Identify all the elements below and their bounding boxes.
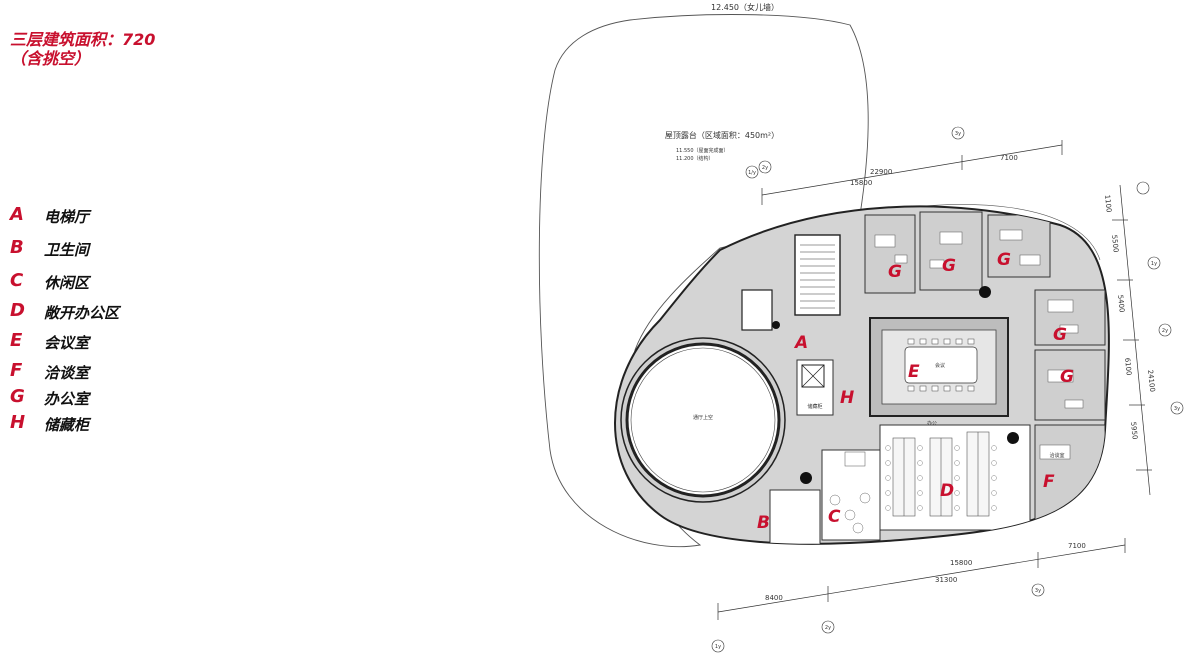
- legend-letter: C: [10, 270, 24, 291]
- axis-b3: 3y: [1035, 588, 1041, 594]
- legend-label: 储藏柜: [44, 416, 90, 434]
- axis-r2: 2y: [1162, 328, 1168, 334]
- title-line-1: 三层建筑面积：720: [10, 30, 156, 49]
- legend-letter: A: [10, 204, 24, 225]
- open-office-chairs: [885, 445, 997, 511]
- zone-g-5: G: [1060, 367, 1074, 387]
- meeting-room-label: 会议: [935, 362, 945, 369]
- zone-g-1: G: [888, 262, 902, 282]
- legend-letter: G: [10, 386, 25, 407]
- atrium-label: 通厅上空: [693, 414, 713, 421]
- atrium-void: [625, 342, 781, 498]
- legend-label: 洽谈室: [44, 364, 90, 382]
- dim-right-f: 1100: [1103, 194, 1113, 213]
- elevator-core: [741, 289, 773, 331]
- dim-top-b: 22900: [870, 168, 892, 176]
- office-room-g5: [1034, 349, 1106, 421]
- zone-h: H: [840, 388, 854, 408]
- legend-letter: H: [10, 412, 26, 433]
- office-room-g2: [919, 211, 983, 291]
- floor-area-title: 三层建筑面积：720 （含挑空）: [10, 30, 155, 68]
- legend-label: 办公室: [44, 390, 90, 408]
- zone-g-2: G: [942, 256, 956, 276]
- dim-right-c: 6100: [1123, 357, 1133, 376]
- axis-b1: 1y: [715, 644, 721, 650]
- axis-r3: 3y: [1174, 406, 1180, 412]
- dim-bottom-a: 8400: [765, 594, 783, 602]
- zone-g-4: G: [1053, 325, 1067, 345]
- zone-b: B: [757, 513, 770, 533]
- zone-g-3: G: [997, 250, 1011, 270]
- dim-top-c: 7100: [1000, 154, 1018, 162]
- axis-t1: 1/y: [748, 170, 756, 176]
- dim-bottom-b: 31300: [935, 576, 957, 584]
- legend-letter: B: [10, 237, 24, 258]
- legend-label: 卫生间: [44, 241, 90, 259]
- office-room-g1: [864, 214, 916, 294]
- dim-top-a: 15800: [850, 179, 872, 187]
- office-area-label: 办公: [927, 420, 937, 427]
- office-room-g4: [1034, 289, 1106, 346]
- zone-e: E: [908, 362, 920, 382]
- structural-columns: [772, 286, 1019, 484]
- axis-t2: 2y: [762, 165, 768, 171]
- legend-label: 敞开办公区: [44, 304, 120, 322]
- terrace-label: 屋顶露台（区域面积：450m²）: [665, 130, 779, 140]
- office-room-g3: [987, 214, 1051, 278]
- dim-bottom-c: 15800: [950, 559, 972, 567]
- axis-b2: 2y: [825, 625, 831, 631]
- legend-letter: D: [10, 300, 25, 321]
- zone-a: A: [793, 333, 808, 353]
- stair-treads: [800, 244, 835, 309]
- axis-t3: 3y: [955, 131, 961, 137]
- zone-d: D: [940, 481, 954, 501]
- storage-label: 储藏柜: [807, 403, 822, 410]
- washroom: [769, 489, 821, 544]
- zone-c: C: [828, 507, 841, 527]
- elevator-shaft: [801, 364, 825, 388]
- right-dimension-chain: [1112, 184, 1152, 496]
- bottom-dimension-chain: [717, 538, 1126, 620]
- legend-label: 休闲区: [44, 274, 90, 292]
- lounge-seating: [829, 492, 871, 534]
- meeting-table: [904, 346, 978, 384]
- dim-right-a: 5500: [1110, 234, 1120, 253]
- elevation-top-label: 12.450（女儿墙）: [711, 2, 779, 12]
- dim-bottom-d: 7100: [1068, 542, 1086, 550]
- title-line-2: （含挑空）: [10, 49, 91, 68]
- dim-right-b: 5400: [1116, 294, 1126, 313]
- meeting-chairs: [907, 338, 975, 392]
- elevation-label-1: 11.550（屋面完成面）: [676, 147, 729, 154]
- top-dimension-chain: [761, 140, 1063, 205]
- negotiation-label: 洽谈室: [1049, 452, 1064, 459]
- elevation-label-2: 11.200（结构）: [676, 155, 714, 162]
- dim-right-e: 24100: [1146, 369, 1156, 392]
- legend-label: 会议室: [44, 334, 90, 352]
- open-office-desks: [892, 431, 990, 517]
- legend-letter: F: [10, 360, 23, 381]
- stair-core: [794, 234, 841, 316]
- zone-f: F: [1043, 472, 1055, 492]
- legend-label: 电梯厅: [44, 208, 90, 226]
- axis-r1: 1y: [1151, 261, 1157, 267]
- dim-right-d: 5950: [1129, 421, 1139, 440]
- legend-letter: E: [10, 330, 23, 351]
- office-furniture: [844, 229, 1084, 467]
